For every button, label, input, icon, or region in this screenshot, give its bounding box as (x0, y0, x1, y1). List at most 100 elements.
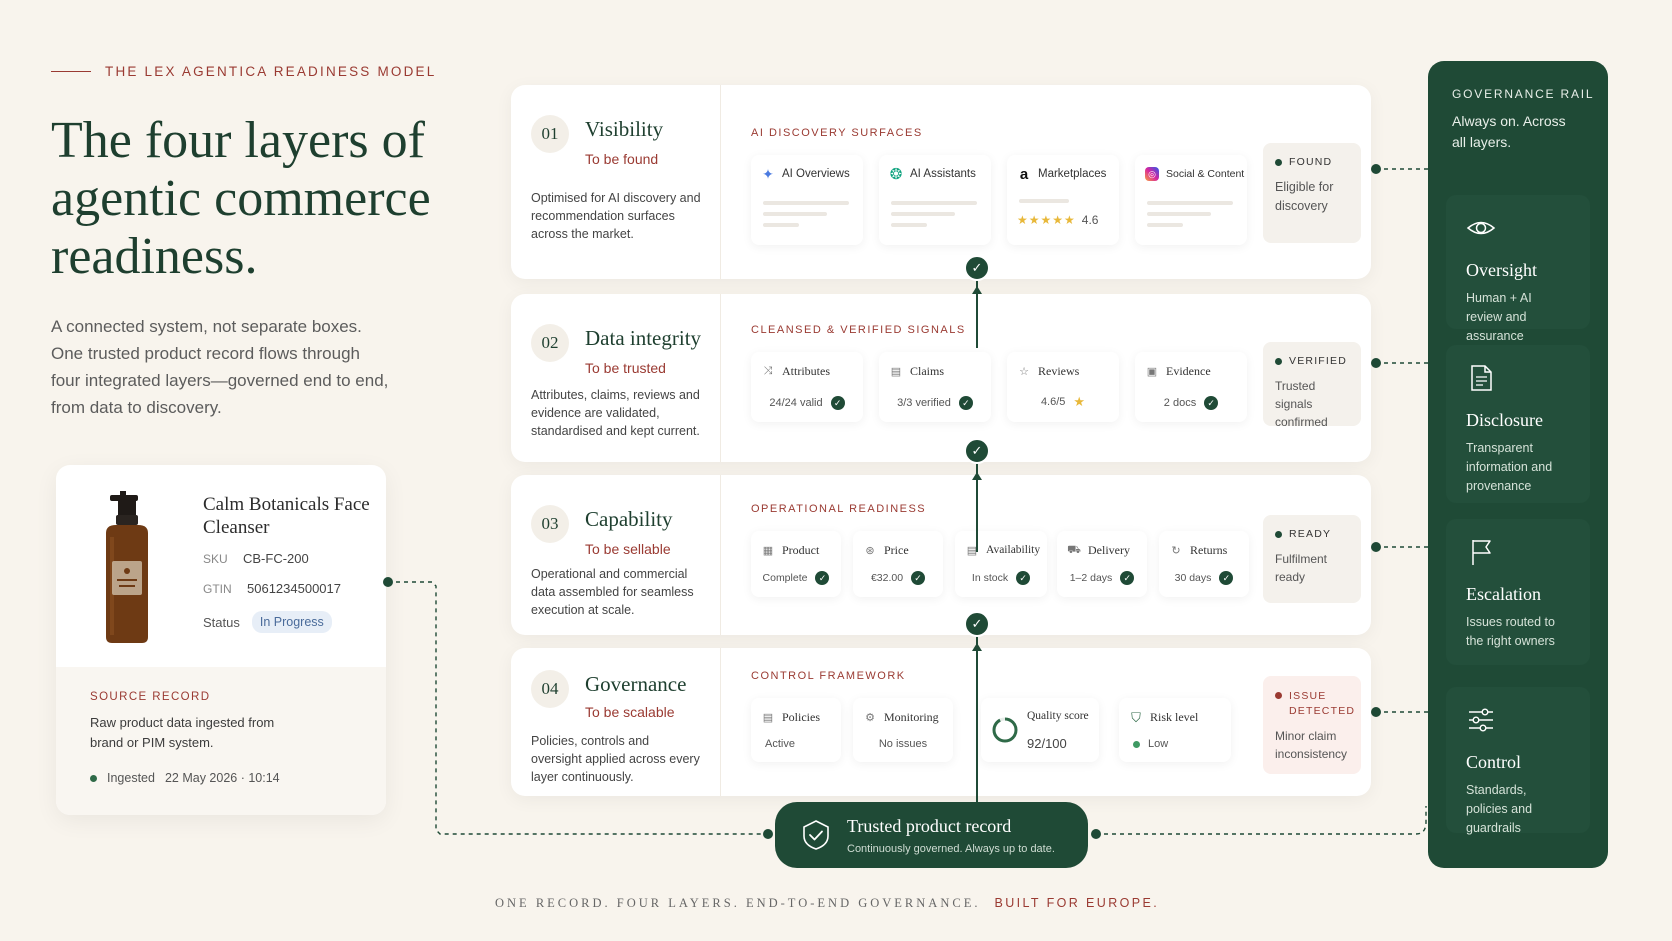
gtin-label: GTIN (203, 581, 232, 596)
layer-data-integrity[interactable]: 02 Data integrity To be trusted Attribut… (511, 294, 1371, 462)
tile-head: ▤Policies (761, 710, 820, 725)
arrow-up-icon (972, 643, 982, 651)
tile-ai-assistants[interactable]: ❂AI Assistants (879, 155, 991, 245)
shield-check-icon (803, 820, 829, 850)
tile-head: ⊛Price (863, 543, 908, 558)
check-icon: ✓ (964, 611, 990, 637)
product-icon: ▦ (762, 545, 774, 557)
sliders-icon (1469, 708, 1493, 732)
tile-returns[interactable]: ↻Returns 30 days✓ (1159, 531, 1249, 597)
check-icon: ✓ (815, 571, 830, 585)
check-icon: ✓ (958, 396, 973, 410)
tile-ai-overviews[interactable]: ✦AI Overviews (751, 155, 863, 245)
policies-icon: ▤ (762, 712, 774, 724)
tile-label: Evidence (1166, 364, 1211, 378)
tile-availability[interactable]: ▤Availability In stock✓ (955, 531, 1047, 597)
state-dot (1275, 159, 1282, 166)
state-text: Minor claim inconsistency (1275, 729, 1348, 761)
state-dot (1275, 358, 1282, 365)
arrow-up-icon (972, 286, 982, 294)
tile-value: 92/100 (1027, 736, 1067, 751)
tile-value-row: 1–2 days✓ (1057, 571, 1147, 585)
source-record: SOURCE RECORD Raw product data ingested … (56, 667, 386, 815)
tile-value-row: Active (751, 738, 841, 750)
tile-value-row: 4.6/5★ (1007, 394, 1119, 410)
sku-value: CB-FC-200 (243, 551, 309, 566)
layer-capability[interactable]: 03 Capability To be sellable Operational… (511, 475, 1371, 635)
tile-product[interactable]: ▦Product Complete✓ (751, 531, 841, 597)
check-icon: ✓ (964, 438, 990, 464)
layer-description: Policies, controls and oversight applied… (531, 734, 700, 784)
state-verified: VERIFIED Trusted signals confirmed (1263, 342, 1361, 429)
tile-claims[interactable]: ▤ Claims 3/3 verified✓ (879, 352, 991, 422)
state-issue: ISSUE DETECTED Minor claim inconsistency (1263, 676, 1361, 774)
check-icon: ✓ (830, 396, 845, 410)
tile-quality-score[interactable]: Quality score 92/100 (981, 698, 1099, 762)
tile-label: Delivery (1088, 543, 1130, 557)
tile-label: Product (782, 543, 820, 557)
governance-rail: GOVERNANCE RAIL Always on. Across all la… (1428, 61, 1608, 868)
layer-number: 01 (531, 115, 569, 153)
evidence-icon: ▣ (1146, 366, 1158, 378)
check-icon: ✓ (1219, 571, 1234, 585)
status-badge[interactable]: In Progress (251, 611, 332, 633)
trusted-record-pill[interactable]: Trusted product record Continuously gove… (775, 802, 1088, 868)
tile-value: Low (1148, 738, 1169, 750)
ingested-meta: Ingested 22 May 2026 · 10:14 (90, 771, 352, 785)
tile-reviews[interactable]: ☆Reviews 4.6/5★ (1007, 352, 1119, 422)
tile-head: ⚙Monitoring (863, 710, 939, 725)
rail-subtitle: Always on. Across all layers. (1452, 113, 1566, 150)
rail-item-disclosure[interactable]: Disclosure Transparent information and p… (1446, 345, 1590, 503)
star-icon: ★ (1073, 394, 1086, 409)
tile-value: €32.00 (870, 572, 904, 584)
gtin-value: 5061234500017 (247, 581, 341, 596)
claims-icon: ▤ (890, 366, 902, 378)
layer-subtitle: To be found (585, 151, 659, 167)
state-tag: READY (1275, 528, 1349, 540)
tile-label: AI Overviews (782, 168, 850, 180)
amazon-icon: a (1019, 165, 1029, 183)
source-body: Raw product data ingested from brand or … (90, 715, 275, 750)
product-card[interactable]: Calm Botanicals Face Cleanser SKU CB-FC-… (56, 465, 386, 815)
footer-tagline: ONE RECORD. FOUR LAYERS. END-TO-END GOVE… (495, 896, 1159, 911)
layer-visibility[interactable]: 01 Visibility To be found Optimised for … (511, 85, 1371, 279)
layer-governance[interactable]: 04 Governance To be scalable Policies, c… (511, 648, 1371, 796)
rail-item-control[interactable]: Control Standards, policies and guardrai… (1446, 687, 1590, 835)
tile-value-row: 3/3 verified✓ (879, 396, 991, 410)
tile-label: Availability (986, 544, 1041, 556)
eyebrow-text: THE LEX AGENTICA READINESS MODEL (105, 64, 437, 79)
tile-policies[interactable]: ▤Policies Active (751, 698, 841, 762)
ingested-dot (90, 774, 97, 782)
state-tag: VERIFIED (1275, 355, 1349, 367)
tile-monitoring[interactable]: ⚙Monitoring No issues (853, 698, 953, 762)
tile-label: Risk level (1150, 710, 1199, 724)
tile-label: Monitoring (884, 710, 939, 724)
check-icon: ✓ (1120, 571, 1135, 585)
tile-risk-level[interactable]: ⛉Risk level Low (1119, 698, 1231, 762)
layer-section-title: AI DISCOVERY SURFACES (751, 127, 923, 139)
tile-evidence[interactable]: ▣Evidence 2 docs✓ (1135, 352, 1247, 422)
footer-main: ONE RECORD. FOUR LAYERS. END-TO-END GOVE… (495, 896, 981, 910)
tile-attributes[interactable]: ⤨Attributes 24/24 valid✓ (751, 352, 863, 422)
layer-number: 02 (531, 324, 569, 362)
instagram-icon: ◎ (1145, 167, 1159, 181)
state-tag: ISSUE DETECTED (1275, 689, 1354, 719)
tile-head: ⛉Risk level (1129, 710, 1198, 725)
rail-item-oversight[interactable]: Oversight Human + AI review and assuranc… (1446, 195, 1590, 343)
tile-head: ◎Social & Content (1145, 167, 1244, 181)
tile-label: Reviews (1038, 364, 1080, 378)
price-icon: ⊛ (865, 545, 875, 557)
tile-price[interactable]: ⊛Price €32.00✓ (853, 531, 943, 597)
tile-value-row: 24/24 valid✓ (751, 396, 863, 410)
product-name: Calm Botanicals Face Cleanser (203, 494, 370, 538)
tile-label: AI Assistants (910, 168, 976, 180)
tile-label: Quality score (1027, 710, 1089, 722)
rail-item-escalation[interactable]: Escalation Issues routed to the right ow… (1446, 519, 1590, 665)
tile-label: Claims (910, 364, 945, 378)
tile-social-content[interactable]: ◎Social & Content (1135, 155, 1247, 245)
layer-left (511, 294, 721, 462)
tile-value: No issues (878, 738, 928, 750)
rating-value: 4.6 (1081, 213, 1099, 227)
tile-delivery[interactable]: ⛟Delivery 1–2 days✓ (1057, 531, 1147, 597)
